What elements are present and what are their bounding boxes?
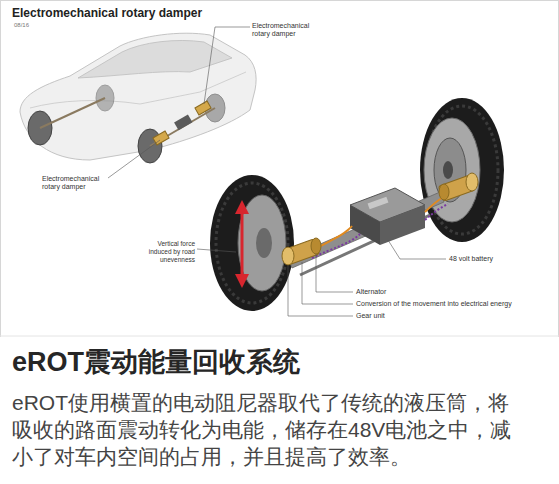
part-label: 48 volt battery	[449, 255, 493, 263]
arrow-head	[235, 200, 249, 214]
gear-unit	[282, 247, 294, 265]
battery-side	[350, 205, 380, 245]
leader-line	[302, 262, 353, 304]
car-windows	[78, 40, 232, 78]
band-body: eROT使用横置的电动阻尼器取代了传统的液压筒，将 吸收的路面震动转化为电能，储…	[12, 389, 558, 470]
rotary-damper	[282, 238, 321, 265]
arrow-head	[235, 274, 249, 288]
tire	[210, 175, 294, 311]
hub	[443, 161, 453, 179]
rotary-damper	[195, 101, 211, 115]
part-label: Electromechanical rotary damper	[42, 175, 106, 191]
part-label: Conversion of the movement into electric…	[356, 300, 512, 308]
front-axle	[40, 98, 105, 128]
rotary-damper	[153, 131, 169, 145]
part-label: Gear unit	[356, 312, 385, 320]
battery-detail	[368, 197, 389, 209]
band-heading: eROT震动能量回收系统	[12, 345, 553, 379]
rim	[424, 118, 480, 222]
part-label: Vertical force induced by road unevennes…	[143, 240, 195, 264]
part-label: Electromechanical rotary damper	[252, 22, 316, 38]
leader-line	[204, 27, 250, 104]
leader-line	[108, 140, 160, 178]
leader-line	[388, 240, 446, 259]
gear-unit	[466, 173, 478, 191]
leader-line	[316, 254, 353, 292]
wire	[425, 204, 448, 220]
battery-front	[380, 205, 425, 245]
wire	[312, 234, 360, 258]
tire-tread	[216, 183, 288, 303]
diagram-title: Electromechanical rotary damper	[12, 6, 202, 20]
hub	[256, 228, 272, 258]
leader-line	[197, 249, 236, 252]
text-band: eROT震动能量回收系统 eROT使用横置的电动阻尼器取代了传统的液压筒，将 吸收…	[0, 337, 559, 484]
part-label: Alternator	[356, 288, 386, 296]
part-label: 08/16	[14, 21, 29, 29]
battery	[174, 115, 192, 131]
alternator	[311, 238, 321, 254]
rotary-damper	[438, 173, 478, 201]
leader-line	[288, 266, 353, 316]
alternator	[439, 184, 449, 200]
force-arrow	[241, 212, 244, 276]
tire	[420, 98, 504, 242]
